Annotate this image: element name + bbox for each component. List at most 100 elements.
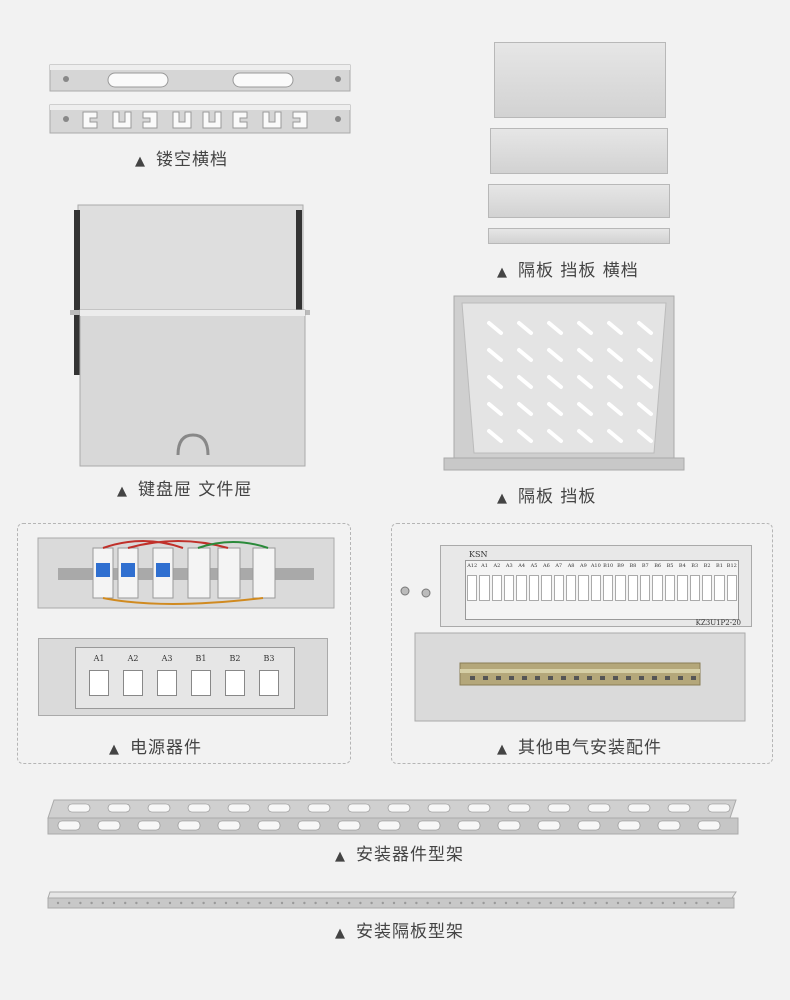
other-parts-group [391, 523, 773, 764]
frame-slot-top [707, 803, 731, 813]
shelf-vent-slot [517, 402, 533, 416]
shelf-vent-slot [577, 321, 593, 335]
frame-hole [336, 901, 340, 905]
terminal-label: A3 [505, 563, 513, 569]
frame-hole [146, 901, 149, 905]
caption-hollow-rail: ▲镂空横档 [135, 150, 228, 170]
frame-hole [628, 901, 631, 905]
frame-slot-bottom [217, 820, 241, 831]
terminal-cell [504, 575, 515, 601]
power-panel-label: A2 [127, 654, 139, 663]
din-rail-hole [548, 676, 553, 680]
terminal-label: A7 [555, 563, 563, 569]
shelf-vent-slot [487, 321, 503, 335]
shelf-vent-slot [487, 348, 503, 362]
din-rail-hole [483, 676, 488, 680]
frame-hole [191, 901, 194, 905]
triangle-icon: ▲ [109, 742, 120, 757]
terminal-cell [590, 575, 601, 601]
frame-slot-top [387, 803, 411, 813]
frame-hole [101, 901, 104, 905]
frame-hole [426, 901, 429, 905]
device-frame-image [47, 799, 739, 835]
triangle-icon: ▲ [117, 484, 128, 499]
frame-hole [594, 901, 597, 905]
frame-slot-bottom [257, 820, 281, 831]
frame-hole [516, 901, 519, 905]
terminal-label: A6 [542, 563, 550, 569]
power-panel-label: A1 [93, 654, 105, 663]
terminal-header-label: KSN [469, 550, 488, 559]
shelf-vent-slot [487, 402, 503, 416]
shelf-vent-slot [547, 321, 563, 335]
frame-slot-top [467, 803, 491, 813]
shelf-vent-slot [637, 429, 653, 443]
terminal-cell [541, 575, 552, 601]
din-rail-hole [613, 676, 618, 680]
frame-slot-top [547, 803, 571, 813]
terminal-cell [640, 575, 651, 601]
din-rail-hole [509, 676, 514, 680]
terminal-label: A2 [493, 563, 501, 569]
terminal-cell [701, 575, 713, 601]
caption-device-frame: ▲安装器件型架 [335, 845, 464, 865]
frame-hole [213, 901, 216, 905]
shelf-vent-slot [487, 375, 503, 389]
frame-slot-bottom [457, 820, 481, 831]
shelf-vent-slot [517, 429, 533, 443]
shelf-vent-slot [547, 429, 563, 443]
din-rail-hole [691, 676, 696, 680]
frame-hole [650, 901, 653, 905]
frame-hole [370, 901, 373, 905]
terminal-label: B2 [703, 563, 711, 569]
terminal-label: A10 [590, 563, 601, 569]
frame-hole [717, 901, 720, 905]
hollow-rail-slots-image [49, 64, 351, 92]
frame-hole [672, 901, 676, 905]
shelf-vent-slot [577, 375, 593, 389]
frame-slot-bottom [417, 820, 441, 831]
caption-power-devices: ▲电源器件 [109, 738, 202, 758]
frame-hole [157, 901, 160, 905]
frame-hole [236, 901, 239, 905]
terminal-cell [689, 575, 700, 601]
frame-hole [79, 901, 82, 905]
frame-hole [639, 901, 642, 905]
frame-hole [90, 901, 93, 905]
power-panel-socket [191, 670, 211, 696]
frame-hole [292, 901, 295, 905]
frame-hole [493, 901, 496, 905]
triangle-icon: ▲ [335, 849, 346, 864]
triangle-icon: ▲ [497, 491, 508, 506]
frame-hole [258, 901, 261, 905]
power-panel-label: A3 [161, 654, 173, 663]
frame-slot-bottom [97, 820, 121, 831]
shelf-vent-slot [517, 321, 533, 335]
triangle-icon: ▲ [335, 926, 346, 941]
frame-hole [314, 901, 317, 905]
din-rail-hole [587, 676, 592, 680]
caption-shelf: ▲隔板 挡板 [497, 487, 597, 507]
terminal-label: B5 [666, 563, 674, 569]
terminal-cell [565, 575, 577, 601]
frame-slot-bottom [297, 820, 321, 831]
terminal-cell [479, 575, 490, 601]
frame-hole [527, 901, 530, 905]
terminal-cell [652, 575, 663, 601]
frame-hole [68, 901, 71, 905]
frame-slot-top [227, 803, 251, 813]
terminal-label: A8 [567, 563, 575, 569]
frame-hole [437, 901, 440, 905]
terminal-cell [516, 575, 527, 601]
frame-slot-top [107, 803, 131, 813]
frame-slot-top [667, 803, 691, 813]
frame-slot-bottom [617, 820, 641, 831]
din-rail-hole [639, 676, 644, 680]
terminal-label: B4 [678, 563, 686, 569]
frame-hole [224, 901, 228, 905]
frame-slot-bottom [177, 820, 201, 831]
frame-slot-top [267, 803, 291, 813]
frame-hole [616, 901, 620, 905]
